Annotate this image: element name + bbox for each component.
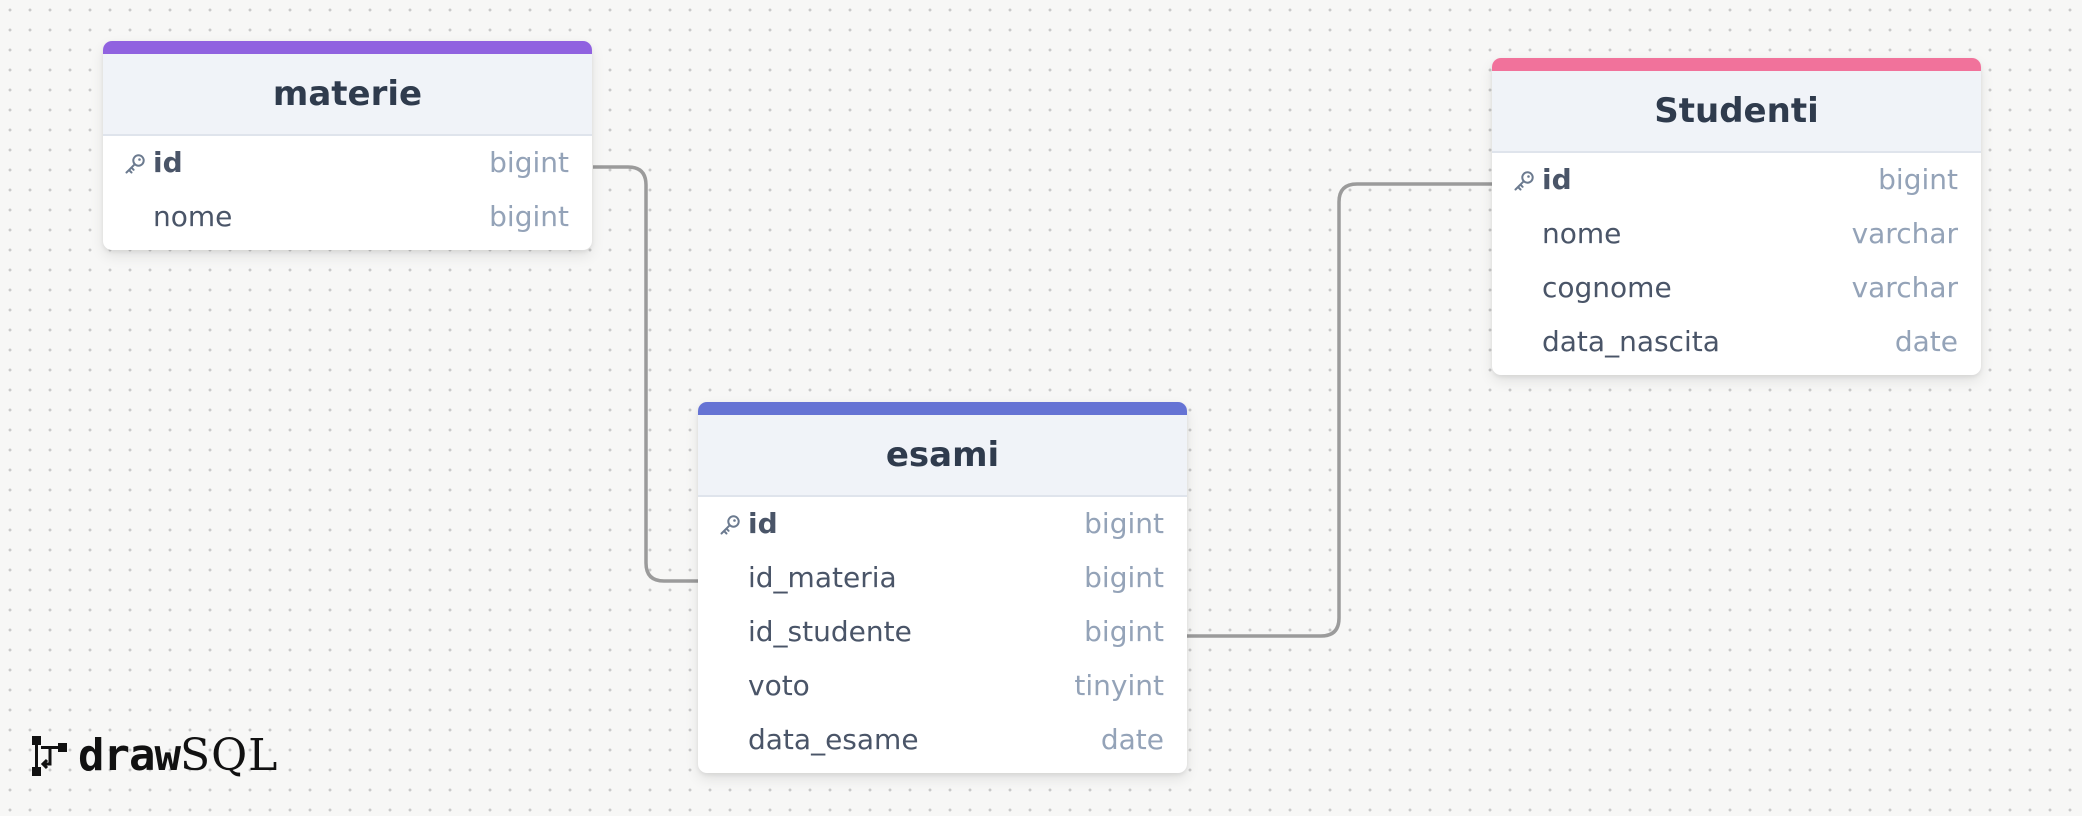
relation-esami-studenti[interactable]: [1187, 182, 1492, 638]
field-list: id bigint nome varchar cognome varchar data_na…: [1492, 153, 1981, 369]
key-icon: [718, 513, 742, 537]
field-row-id-materia[interactable]: id_materia bigint: [698, 551, 1187, 605]
field-type: varchar: [1851, 217, 1958, 250]
logo-text-bold: draw: [78, 730, 181, 781]
relation-materie-esami[interactable]: [593, 165, 698, 583]
field-row-nome[interactable]: nome bigint: [103, 190, 592, 244]
table-header[interactable]: esami: [698, 415, 1187, 497]
field-type: tinyint: [1074, 669, 1164, 702]
field-row-data-esame[interactable]: data_esame date: [698, 713, 1187, 767]
field-name: id: [1542, 163, 1572, 196]
field-name: id: [748, 507, 778, 540]
field-row-id-studente[interactable]: id_studente bigint: [698, 605, 1187, 659]
field-type: bigint: [1878, 163, 1958, 196]
field-name: cognome: [1542, 271, 1672, 304]
table-color-bar: [103, 41, 592, 54]
drawsql-logo-icon: [30, 734, 70, 778]
field-row-voto[interactable]: voto tinyint: [698, 659, 1187, 713]
field-name: data_nascita: [1542, 325, 1720, 358]
field-row-data-nascita[interactable]: data_nascita date: [1492, 315, 1981, 369]
field-type: bigint: [1084, 561, 1164, 594]
table-header[interactable]: Studenti: [1492, 71, 1981, 153]
table-title: Studenti: [1654, 91, 1819, 131]
field-name: id_materia: [748, 561, 897, 594]
field-type: varchar: [1851, 271, 1958, 304]
field-name: nome: [153, 200, 233, 233]
field-name: id_studente: [748, 615, 912, 648]
table-title: materie: [272, 74, 423, 114]
field-name: nome: [1542, 217, 1622, 250]
field-row-nome[interactable]: nome varchar: [1492, 207, 1981, 261]
field-row-id[interactable]: id bigint: [1492, 153, 1981, 207]
field-name: data_esame: [748, 723, 919, 756]
field-row-id[interactable]: id bigint: [103, 136, 592, 190]
key-icon: [123, 152, 147, 176]
table-studenti[interactable]: Studenti id bigint nome varchar cognome varch…: [1492, 58, 1981, 375]
field-row-cognome[interactable]: cognome varchar: [1492, 261, 1981, 315]
field-type: bigint: [1084, 615, 1164, 648]
field-type: bigint: [489, 146, 569, 179]
field-row-id[interactable]: id bigint: [698, 497, 1187, 551]
field-type: bigint: [489, 200, 569, 233]
table-title: esami: [885, 435, 1000, 475]
table-materie[interactable]: materie id bigint nome bigint: [103, 41, 592, 250]
field-type: date: [1894, 325, 1958, 358]
table-header[interactable]: materie: [103, 54, 592, 136]
table-color-bar: [698, 402, 1187, 415]
table-color-bar: [1492, 58, 1981, 71]
key-icon: [1512, 169, 1536, 193]
field-list: id bigint nome bigint: [103, 136, 592, 244]
field-type: bigint: [1084, 507, 1164, 540]
field-type: date: [1100, 723, 1164, 756]
logo-text-regular: SQL: [179, 730, 279, 781]
field-name: voto: [748, 669, 810, 702]
field-name: id: [153, 146, 183, 179]
